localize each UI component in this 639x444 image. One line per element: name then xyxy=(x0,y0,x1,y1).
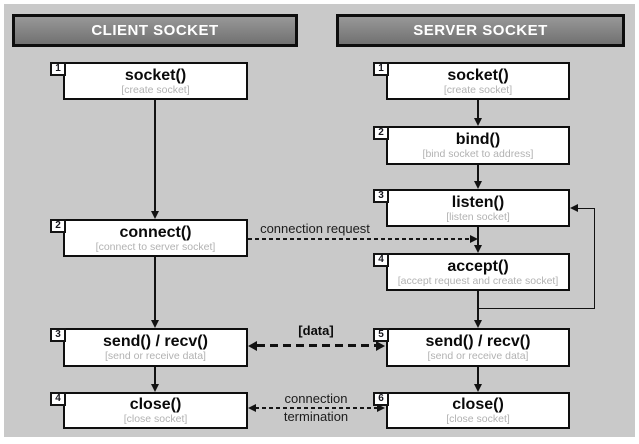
step-title: bind() xyxy=(455,131,501,148)
data-label: [data] xyxy=(298,323,334,338)
step-number-badge: 4 xyxy=(373,253,389,267)
step-title: send() / recv() xyxy=(425,333,531,350)
step-box-client-close: 4 close() [close socket] xyxy=(50,392,248,429)
loopback-arrow-bottom-segment xyxy=(478,308,595,309)
step-subtitle: [connect to server socket] xyxy=(95,240,216,253)
step-box-client-send-recv: 3 send() / recv() [send or receive data] xyxy=(50,328,248,367)
loopback-arrow-top-segment xyxy=(578,208,595,209)
arrowhead-left-icon xyxy=(248,341,257,351)
step-box-server-close: 6 close() [close socket] xyxy=(373,392,570,429)
arrowhead-right-icon xyxy=(377,404,385,412)
connection-request-label: connection request xyxy=(260,221,370,236)
arrowhead-down-icon xyxy=(151,384,159,392)
dashed-arrow-data xyxy=(257,344,377,347)
arrow-client-send-to-close xyxy=(154,367,156,384)
step-box-server-send-recv: 5 send() / recv() [send or receive data] xyxy=(373,328,570,367)
step-subtitle: [close socket] xyxy=(123,413,188,425)
arrowhead-down-icon xyxy=(474,181,482,189)
arrow-server-accept-to-send xyxy=(477,291,479,320)
step-title: listen() xyxy=(451,193,505,211)
arrow-server-listen-to-accept xyxy=(477,227,479,245)
dashed-arrow-connection-termination xyxy=(255,407,379,409)
server-header: SERVER SOCKET xyxy=(336,14,625,47)
step-title: socket() xyxy=(447,66,509,84)
step-number-badge: 4 xyxy=(50,392,66,406)
arrow-server-socket-to-bind xyxy=(477,100,479,118)
step-box-server-bind: 2 bind() [bind socket to address] xyxy=(373,126,570,165)
arrowhead-down-icon xyxy=(474,118,482,126)
step-number-badge: 1 xyxy=(50,62,66,76)
client-header: CLIENT SOCKET xyxy=(12,14,298,47)
step-subtitle: [send or receive data] xyxy=(105,350,206,362)
step-title: connect() xyxy=(119,223,192,241)
step-box-server-socket: 1 socket() [create socket] xyxy=(373,62,570,100)
arrowhead-left-icon xyxy=(570,204,578,212)
arrowhead-down-icon xyxy=(151,320,159,328)
arrow-server-bind-to-listen xyxy=(477,165,479,181)
step-subtitle: [create socket] xyxy=(443,83,513,96)
step-title: close() xyxy=(129,396,182,413)
step-title: socket() xyxy=(124,66,187,84)
arrow-server-send-to-close xyxy=(477,367,479,384)
dashed-arrow-connection-request xyxy=(248,238,471,240)
step-subtitle: [listen socket] xyxy=(446,210,510,223)
step-box-server-listen: 3 listen() [listen socket] xyxy=(373,189,570,227)
arrowhead-down-icon xyxy=(474,320,482,328)
step-number-badge: 3 xyxy=(50,328,66,342)
step-subtitle: [accept request and create socket] xyxy=(397,274,559,287)
step-subtitle: [close socket] xyxy=(446,413,510,425)
connection-termination-label-line2: termination xyxy=(283,409,349,424)
step-number-badge: 2 xyxy=(373,126,389,140)
step-number-badge: 1 xyxy=(373,62,389,76)
arrowhead-left-icon xyxy=(248,404,256,412)
step-title: accept() xyxy=(447,257,509,275)
arrowhead-down-icon xyxy=(474,384,482,392)
step-title: send() / recv() xyxy=(103,333,208,350)
arrowhead-down-icon xyxy=(474,245,482,253)
step-number-badge: 2 xyxy=(50,219,66,233)
arrow-client-connect-to-send xyxy=(154,257,156,320)
step-subtitle: [bind socket to address] xyxy=(422,148,534,160)
connection-termination-label-line1: connection xyxy=(284,391,348,406)
loopback-arrow-right-segment xyxy=(594,208,595,309)
arrowhead-down-icon xyxy=(151,211,159,219)
step-subtitle: [send or receive data] xyxy=(427,350,529,362)
step-title: close() xyxy=(452,396,504,413)
arrow-client-socket-to-connect xyxy=(154,100,156,211)
step-box-client-connect: 2 connect() [connect to server socket] xyxy=(50,219,248,257)
arrowhead-right-icon xyxy=(376,341,385,351)
step-box-client-socket: 1 socket() [create socket] xyxy=(50,62,248,100)
step-number-badge: 3 xyxy=(373,189,389,203)
arrowhead-right-icon xyxy=(470,235,478,243)
step-subtitle: [create socket] xyxy=(121,83,190,96)
step-number-badge: 5 xyxy=(373,328,389,342)
step-box-server-accept: 4 accept() [accept request and create so… xyxy=(373,253,570,291)
